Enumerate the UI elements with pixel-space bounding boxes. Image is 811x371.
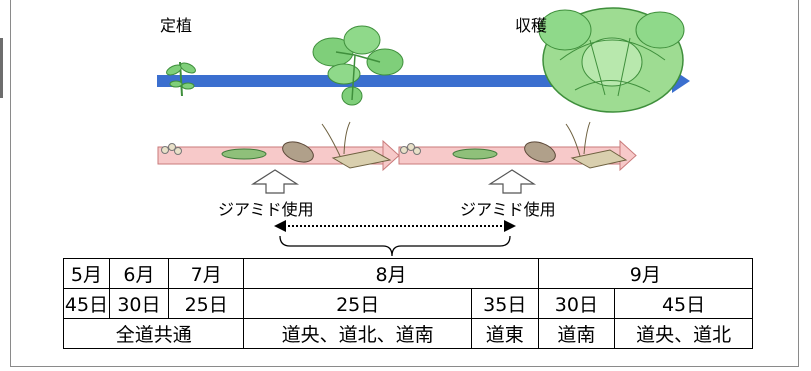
left-edge-bar — [0, 38, 3, 98]
month-row: 5月 6月 7月 8月 9月 — [63, 258, 754, 289]
larva-icon — [221, 148, 267, 160]
interval-row: 45日 30日 25日 25日 35日 30日 45日 — [63, 288, 753, 319]
region-cell: 道東 — [470, 318, 539, 349]
region-cell: 道央、道北 — [614, 318, 753, 349]
interval-bracket — [279, 235, 511, 257]
interval-cell: 30日 — [537, 288, 616, 319]
interval-cell: 45日 — [614, 288, 753, 319]
schedule-table: 5月 6月 7月 8月 9月 45日 30日 25日 25日 35日 30日 4… — [62, 258, 754, 349]
interval-cell: 35日 — [470, 288, 539, 319]
region-row: 全道共通 道央、道北、道南 道東 道南 道央、道北 — [62, 318, 753, 349]
region-cell: 全道共通 — [62, 318, 245, 349]
month-cell: 8月 — [243, 258, 539, 289]
interval-cell: 45日 — [63, 288, 110, 319]
seedling-icon — [166, 61, 196, 97]
month-cell: 5月 — [63, 258, 110, 289]
interval-cell: 30日 — [108, 288, 169, 319]
pupa-icon — [524, 141, 556, 163]
moth-icon — [321, 121, 392, 169]
egg-icon — [400, 143, 421, 155]
spray-label-2: ジアミド使用 — [460, 200, 556, 219]
pest-cycle-arrow-2 — [398, 139, 637, 172]
planting-label: 定植 — [160, 16, 193, 35]
month-cell: 9月 — [537, 258, 754, 289]
spray-arrow-1 — [250, 169, 300, 194]
spray-label-1: ジアミド使用 — [218, 200, 314, 219]
larva-icon — [452, 148, 498, 160]
month-cell: 7月 — [167, 258, 245, 289]
interval-cell: 25日 — [243, 288, 472, 319]
growing-plant-icon — [312, 25, 404, 106]
pest-cycle-arrow-1 — [157, 139, 400, 172]
moth-icon — [565, 121, 628, 169]
interval-cell: 25日 — [167, 288, 245, 319]
egg-icon — [161, 143, 182, 155]
region-cell: 道南 — [537, 318, 616, 349]
harvest-label: 収穫 — [515, 16, 548, 35]
month-cell: 6月 — [108, 258, 169, 289]
cabbage-icon — [538, 7, 685, 113]
pupa-icon — [282, 141, 314, 163]
region-cell: 道央、道北、道南 — [243, 318, 472, 349]
spray-arrow-2 — [487, 169, 537, 194]
figure-frame — [10, 0, 799, 367]
